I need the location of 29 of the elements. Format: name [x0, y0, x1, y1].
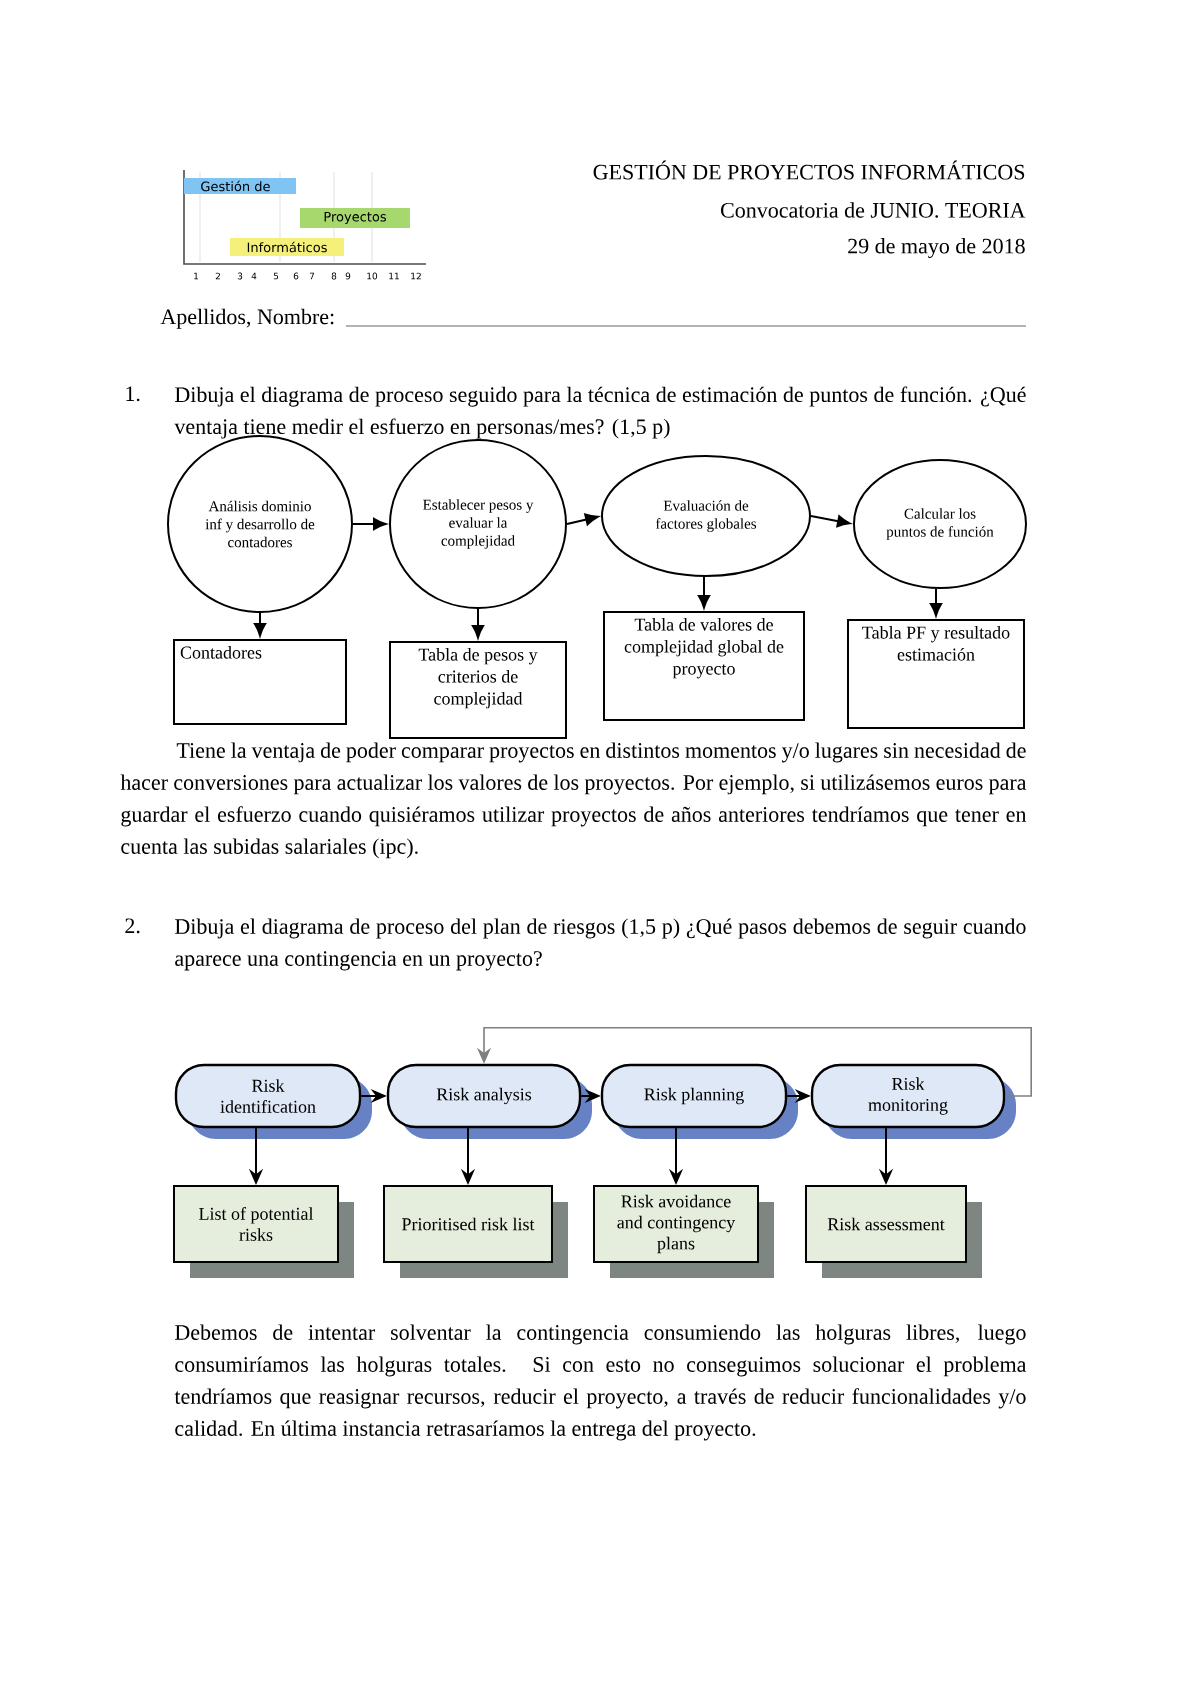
- output-box: Tabla de valores de complejidad global de proyecto: [603, 611, 805, 721]
- arrow: [566, 513, 599, 526]
- question-number: 1.: [126, 386, 140, 402]
- process-pill: Risk planning: [600, 1063, 798, 1139]
- header-title: GESTIÓN DE PROYECTOS INFORMÁTICOS: [593, 160, 1025, 180]
- arrow: [352, 517, 387, 531]
- output-box: Contadores: [173, 639, 347, 725]
- output-box: List of potential risks: [173, 1185, 354, 1278]
- arrow: [810, 515, 851, 528]
- answer-paragraph: Debemos de intentar solventar la contingencia consumiendo las holguras libres, luego consumiríamos las holguras totales. Si con esto no conseguimos solucionar el problema tendríamos que reasignar recursos, reducir el proyecto, a través de reducir funcionalidades y/o calidad. En última instancia retrasaríamos la entrega del proyecto.: [174, 1324, 1027, 1441]
- question-number: 2.: [125, 918, 140, 934]
- arrow: [253, 612, 267, 637]
- process-pill: Risk analysis: [386, 1063, 592, 1139]
- field-label: Apellidos, Nombre:: [160, 308, 334, 329]
- output-box: Prioritised risk list: [383, 1185, 568, 1278]
- process-pill: Risk monitoring: [810, 1063, 1016, 1139]
- output-box: Tabla PF y resultado estimación: [847, 619, 1025, 729]
- question-text: Dibuja el diagrama de proceso del plan de riesgos (1,5 p) ¿Qué pasos debemos de seguir cuando aparece una contingencia en un proyecto?: [175, 918, 1026, 971]
- arrow: [929, 588, 943, 617]
- question-text: Dibuja el diagrama de proceso seguido para la técnica de estimación de puntos de función. ¿Qué ventaja tiene medir el esfuerzo en personas/mes? (1,5 p): [174, 386, 1026, 439]
- header-subtitle: Convocatoria de JUNIO. TEORIA: [721, 202, 1026, 218]
- output-box: Risk avoidance and contingency plans: [593, 1185, 774, 1278]
- answer-paragraph: Tiene la ventaja de poder comparar proyectos en distintos momentos y/o lugares sin necesidad de hacer conversiones para actualizar los valores de los proyectos. Por ejemplo, si utilizásemos euros para guardar el esfuerzo cuando quisiéramos utilizar proyectos de años anteriores tendríamos que tener en cuenta las subidas salariales (ipc).: [120, 742, 1027, 859]
- header-date: 29 de mayo de 2018: [848, 238, 1025, 258]
- arrow: [697, 576, 711, 609]
- output-box: Tabla de pesos y criterios de complejidad: [389, 641, 567, 739]
- output-box: Risk assessment: [805, 1185, 982, 1278]
- process-pill: Risk identification: [174, 1063, 372, 1139]
- arrow: [471, 608, 485, 639]
